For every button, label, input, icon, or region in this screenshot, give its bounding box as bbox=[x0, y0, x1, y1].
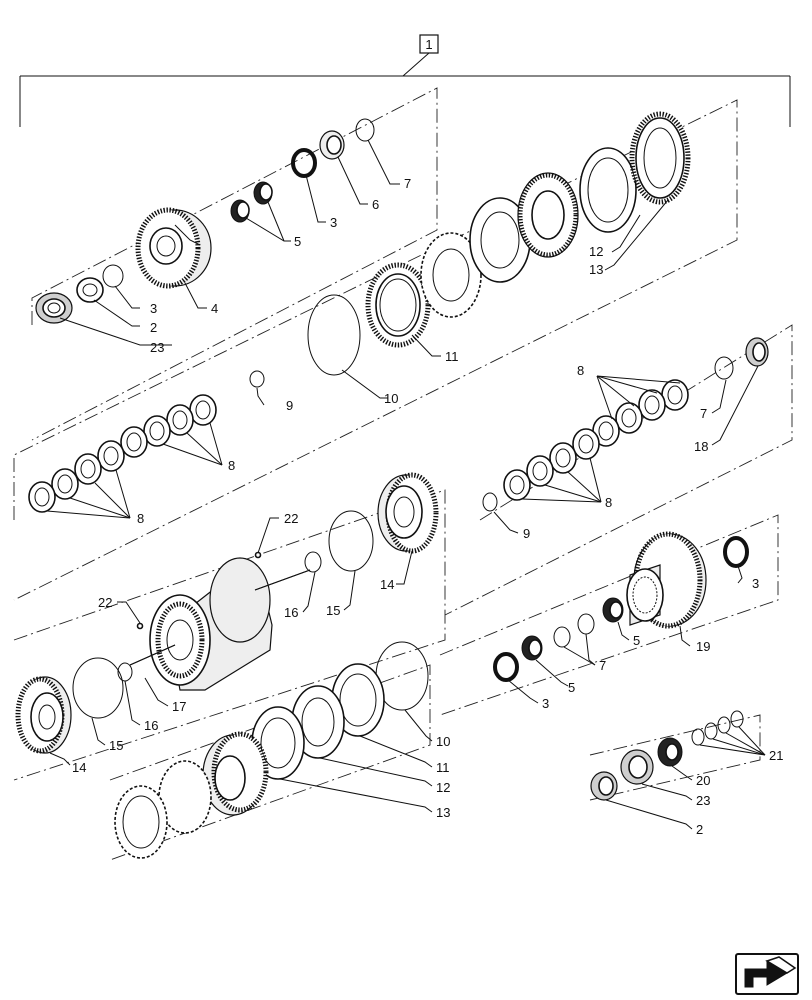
snap-ring-3-right bbox=[723, 536, 749, 568]
clutch-drum-17 bbox=[129, 557, 311, 691]
callout-labels: 23 2 3 4 5 3 6 7 10 11 12 13 9 8 8 8 8 7… bbox=[72, 176, 783, 837]
gear-4 bbox=[135, 207, 212, 289]
group-outline-a bbox=[31, 87, 438, 441]
bearing-2-bottom bbox=[590, 771, 618, 801]
callout-14-top: 14 bbox=[380, 577, 394, 592]
callout-8-right-top: 8 bbox=[577, 363, 584, 378]
snap-ring-9-mid bbox=[249, 370, 265, 388]
snap-ring-3-top bbox=[102, 264, 124, 288]
seal-16-top bbox=[304, 551, 322, 573]
steel-plate-bottom-b bbox=[114, 785, 168, 859]
callout-8-mid: 8 bbox=[228, 458, 235, 473]
plug-22-right bbox=[254, 551, 262, 559]
needle-bearing-5-a bbox=[230, 199, 250, 223]
callout-9-mid: 9 bbox=[286, 398, 293, 413]
needle-bearing-5-b bbox=[253, 181, 273, 205]
spring-20 bbox=[657, 737, 683, 767]
rings-21 bbox=[691, 710, 744, 746]
callout-23-bottom: 23 bbox=[696, 793, 710, 808]
leader-lines bbox=[46, 139, 766, 830]
snap-ring-7-a bbox=[577, 613, 595, 635]
seal-16-bottom bbox=[117, 662, 133, 682]
piston-14-bottom bbox=[15, 676, 72, 754]
clutch-hub-top bbox=[517, 172, 579, 258]
callout-19: 19 bbox=[696, 639, 710, 654]
callout-3-right: 3 bbox=[752, 576, 759, 591]
callout-12-bottom: 12 bbox=[436, 780, 450, 795]
callout-2-bottom: 2 bbox=[696, 822, 703, 837]
gear-19 bbox=[626, 531, 707, 629]
callout-9-right: 9 bbox=[523, 526, 530, 541]
arrow-glyph-icon bbox=[744, 956, 797, 988]
callout-3-upper: 3 bbox=[330, 215, 337, 230]
snap-ring-7-b bbox=[553, 626, 571, 648]
callout-17: 17 bbox=[172, 699, 186, 714]
callout-7-lower: 7 bbox=[599, 658, 606, 673]
callout-23-top: 23 bbox=[150, 340, 164, 355]
snap-ring-10-top bbox=[307, 294, 361, 376]
steel-plate-a bbox=[420, 232, 482, 318]
seal-15-bottom bbox=[72, 657, 124, 719]
callout-14-bottom: 14 bbox=[72, 760, 86, 775]
callout-8-left: 8 bbox=[137, 511, 144, 526]
bearing-23-bottom bbox=[620, 749, 654, 785]
callout-16-bottom: 16 bbox=[144, 718, 158, 733]
bearing-23-top bbox=[35, 292, 73, 324]
friction-disc-11-top bbox=[365, 262, 431, 348]
needle-bearing-5-d bbox=[521, 635, 543, 661]
parts bbox=[15, 111, 769, 859]
needle-bearing-5-c bbox=[602, 597, 624, 623]
callout-4: 4 bbox=[211, 301, 218, 316]
callout-10-bottom: 10 bbox=[436, 734, 450, 749]
next-page-arrow-icon[interactable] bbox=[735, 953, 799, 995]
callout-5-right: 5 bbox=[633, 633, 640, 648]
callout-5-top: 5 bbox=[294, 234, 301, 249]
seal-15-top bbox=[328, 510, 374, 572]
callout-20: 20 bbox=[696, 773, 710, 788]
callout-13-top: 13 bbox=[589, 262, 603, 277]
callout-11-top: 11 bbox=[445, 349, 459, 364]
snap-ring-3-upper bbox=[291, 148, 317, 178]
plate-13-top bbox=[629, 111, 691, 205]
callout-10-top: 10 bbox=[384, 391, 398, 406]
callout-3-lower: 3 bbox=[542, 696, 549, 711]
washer-6 bbox=[319, 130, 345, 160]
assembly-number-label: 1 bbox=[425, 37, 432, 52]
callout-18: 18 bbox=[694, 439, 708, 454]
callout-5-lower: 5 bbox=[568, 680, 575, 695]
plate-12-top bbox=[579, 147, 637, 233]
callout-15-bottom: 15 bbox=[109, 738, 123, 753]
snap-ring-9-right bbox=[482, 492, 498, 512]
callout-7-right: 7 bbox=[700, 406, 707, 421]
callout-21: 21 bbox=[769, 748, 783, 763]
callout-16-top: 16 bbox=[284, 605, 298, 620]
callout-22-left: 22 bbox=[98, 595, 112, 610]
group-outline-g bbox=[589, 714, 761, 801]
callout-22-right: 22 bbox=[284, 511, 298, 526]
callout-6: 6 bbox=[372, 197, 379, 212]
callout-11-bottom: 11 bbox=[436, 760, 450, 775]
shim-stack-8-right bbox=[503, 379, 689, 501]
group-outline-b bbox=[13, 99, 738, 601]
plug-22-left bbox=[136, 622, 144, 630]
snap-ring-7-right bbox=[714, 356, 734, 380]
shim-stack-8-left bbox=[28, 394, 217, 513]
callout-3-top: 3 bbox=[150, 301, 157, 316]
callout-8-right-bottom: 8 bbox=[605, 495, 612, 510]
callout-13-bottom: 13 bbox=[436, 805, 450, 820]
snap-ring-3-lower bbox=[493, 652, 519, 682]
group-outline-c bbox=[444, 324, 793, 616]
piston-14-top bbox=[377, 472, 439, 554]
callout-15-top: 15 bbox=[326, 603, 340, 618]
group-outline-e bbox=[439, 514, 779, 716]
snap-ring-7-top bbox=[355, 118, 375, 142]
clutch-hub-bottom bbox=[202, 731, 269, 816]
callout-12-top: 12 bbox=[589, 244, 603, 259]
callout-7-top: 7 bbox=[404, 176, 411, 191]
bearing-18 bbox=[745, 337, 769, 367]
washer-2-top bbox=[76, 277, 104, 303]
callout-2-top: 2 bbox=[150, 320, 157, 335]
assembly-bracket: 1 bbox=[19, 34, 791, 127]
